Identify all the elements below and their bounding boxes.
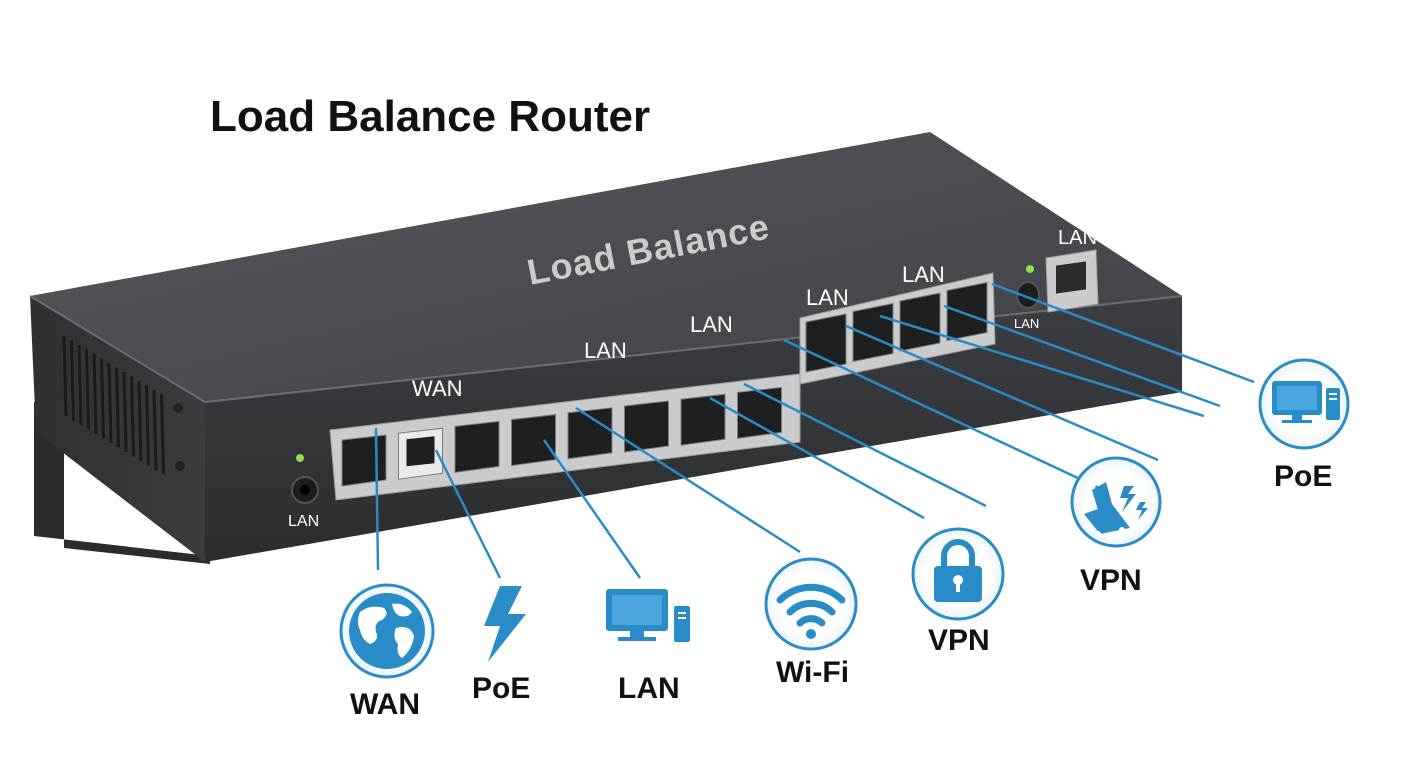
ethernet-port[interactable]: [946, 281, 988, 342]
callout-label-wifi: Wi-Fi: [776, 656, 849, 689]
sfp-port-label: LAN: [1058, 227, 1097, 249]
callout-label-poe: PoE: [472, 672, 530, 705]
callout-vpn-2: VPN: [1070, 456, 1162, 597]
vent-slot: [160, 394, 165, 475]
port-label-lan-3: LAN: [806, 285, 849, 310]
callout-vpn-1: VPN: [911, 527, 1005, 657]
ethernet-ports: [341, 281, 988, 487]
line-poe-3: [943, 304, 1221, 408]
line-lan: [542, 439, 642, 579]
ethernet-port[interactable]: [624, 400, 669, 453]
callout-label-wan: WAN: [350, 688, 420, 721]
vent-slot: [107, 362, 113, 444]
callout-label-vpn-1: VPN: [928, 624, 990, 657]
vent-slot: [100, 358, 105, 439]
line-vpn-2: [743, 382, 987, 508]
ethernet-port[interactable]: [737, 386, 782, 439]
line-vpn-3: [783, 338, 1083, 482]
page-title: Load Balance Router: [210, 92, 651, 141]
port-label-wan: WAN: [412, 376, 463, 401]
vent-slot: [62, 335, 68, 417]
right-jack-label: LAN: [1014, 316, 1039, 331]
vent-slots: [62, 335, 165, 475]
vent-slot: [115, 367, 120, 448]
line-poe-4: [991, 282, 1255, 384]
ethernet-port[interactable]: [398, 427, 443, 480]
ethernet-port[interactable]: [511, 414, 556, 467]
network-devices-icon: [1084, 482, 1148, 537]
vent-slot: [92, 353, 98, 435]
ethernet-port[interactable]: [805, 313, 847, 373]
padlock-icon: [934, 539, 982, 602]
desktop-computer-icon: [606, 589, 690, 642]
line-poe-2: [879, 314, 1205, 418]
router-device: Load Balance: [29, 132, 1183, 562]
port-label-lan-4: LAN: [902, 262, 945, 287]
globe-icon: [349, 593, 425, 669]
callout-label-vpn-2: VPN: [1080, 564, 1142, 597]
port-label-lan-2: LAN: [690, 312, 733, 337]
vent-slot: [137, 380, 143, 462]
connector-lines: [374, 282, 1255, 579]
ethernet-port[interactable]: [341, 434, 387, 487]
callout-label-lan: LAN: [618, 672, 680, 705]
port-labels: WAN LAN LAN LAN LAN LAN LAN LAN: [288, 227, 1097, 530]
ethernet-port[interactable]: [899, 292, 941, 352]
vent-slot: [152, 389, 158, 471]
vent-slot: [85, 349, 90, 430]
vent-slot: [77, 344, 83, 426]
line-vpn-4: [845, 324, 1159, 462]
left-jack-label: LAN: [288, 513, 319, 530]
vent-slot: [122, 371, 128, 453]
callout-lan: LAN: [606, 589, 690, 705]
router-top-face: [30, 132, 1182, 402]
vent-slot: [145, 385, 150, 466]
lightning-bolt-icon: [484, 586, 526, 662]
audio-jack-right[interactable]: [1016, 281, 1040, 309]
port-panel-right: [799, 272, 996, 385]
callout-wan: WAN: [339, 583, 435, 721]
line-wan: [374, 427, 380, 571]
line-vpn-1: [709, 396, 925, 520]
wifi-icon: [776, 583, 846, 627]
status-led: [296, 454, 304, 462]
callout-label-poe-2: PoE: [1274, 460, 1332, 493]
ethernet-port[interactable]: [680, 393, 726, 446]
port-label-lan-1: LAN: [584, 338, 627, 363]
desktop-computer-icon: [1272, 381, 1340, 423]
ethernet-port[interactable]: [567, 407, 613, 460]
status-led-right: [1026, 265, 1034, 273]
ethernet-port[interactable]: [454, 420, 500, 473]
line-wifi: [575, 406, 801, 554]
callout-wifi: Wi-Fi: [764, 557, 858, 689]
callout-poe: PoE: [472, 586, 530, 705]
vent-slot: [130, 376, 135, 457]
vent-slot: [70, 340, 75, 421]
line-poe: [434, 449, 502, 579]
callout-poe-2: PoE: [1258, 358, 1350, 493]
